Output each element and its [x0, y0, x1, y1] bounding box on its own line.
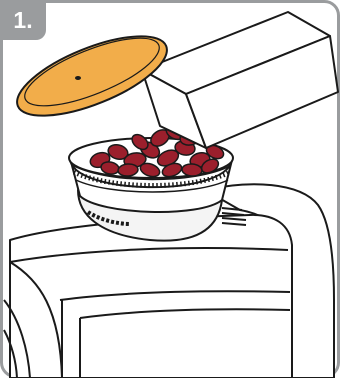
step-number-badge: 1.	[0, 0, 46, 40]
